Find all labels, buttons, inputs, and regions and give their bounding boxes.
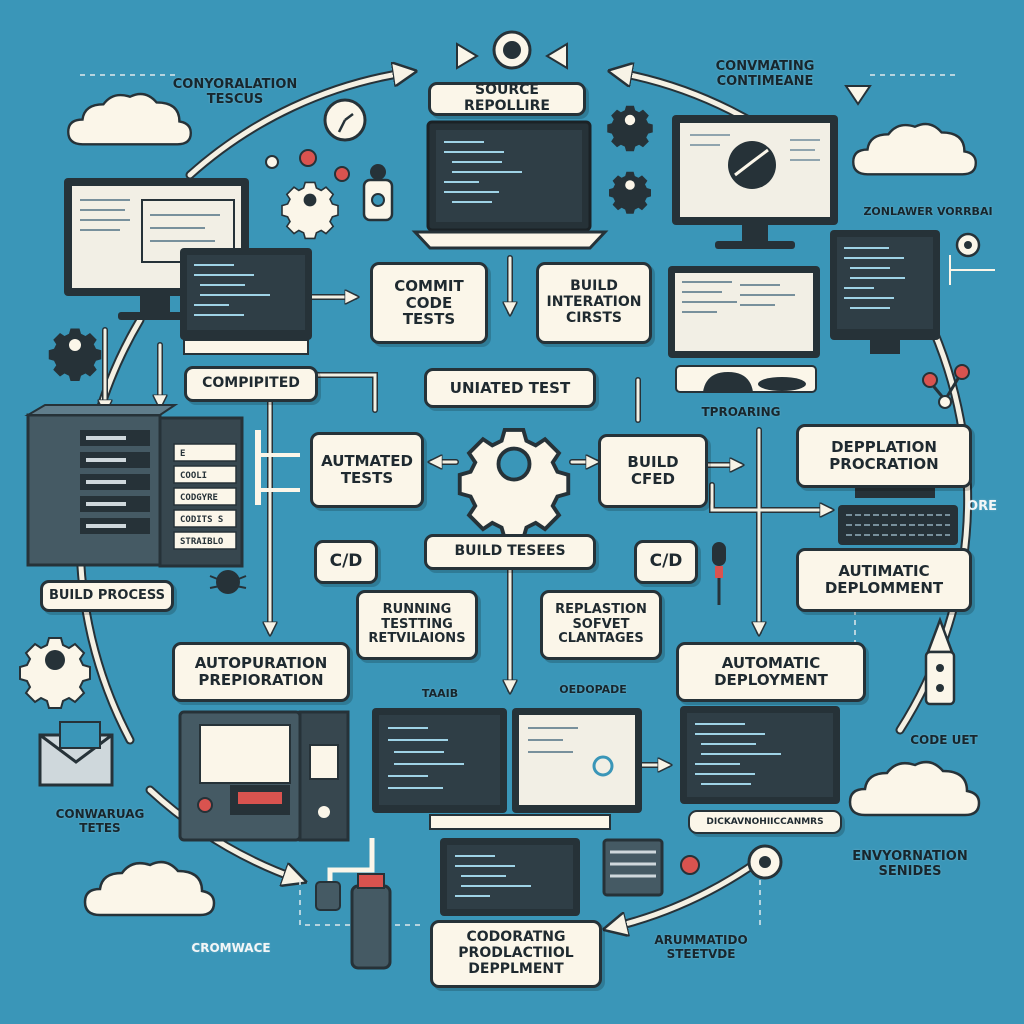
gear-icon <box>457 427 571 541</box>
cd-left-box[interactable]: C/D <box>314 540 378 584</box>
monitor-icon <box>672 115 838 249</box>
server-label: STRAIBLO <box>180 537 224 547</box>
coodrating-deployment-box[interactable]: CODORATNG PRODLACTIIOL DEPPLMENT <box>430 920 602 988</box>
monitor-icon <box>680 706 840 804</box>
label-tproaring: TPROARING <box>701 405 781 419</box>
label-conwarung-tetes: CONWARUAG TETES <box>55 807 145 835</box>
label-cromwace: CROMWACE <box>191 941 271 955</box>
monitor-icon <box>372 708 507 813</box>
cloud-icon <box>83 860 216 917</box>
automatic-deployment-right-box[interactable]: AUTIMATIC DEPLOMMENT <box>796 548 972 612</box>
source-repository-box[interactable]: SOURCE REPOLLIRE <box>428 82 586 116</box>
status-light-icon <box>334 166 350 182</box>
label-oedopade: OEDOPADE <box>559 683 627 696</box>
camera-icon <box>456 30 568 70</box>
connector-arrows <box>105 256 830 765</box>
cloud-icon <box>852 122 977 176</box>
bug-icon <box>209 570 247 594</box>
automated-tests-box[interactable]: AUTMATED TESTS <box>310 432 424 508</box>
monitor-caption-box: DICKAVNOHIICCANMRS <box>688 810 842 834</box>
gear-icon <box>19 637 91 709</box>
down-arrow-icon <box>844 85 872 106</box>
envelope-icon <box>38 721 114 787</box>
automatic-deployment-center-box[interactable]: AUTOMATIC DEPLOYMENT <box>676 642 866 702</box>
server-label: COOLI <box>180 471 207 481</box>
gear-icon <box>48 328 102 381</box>
build-tesees-box[interactable]: BUILD TESEES <box>424 534 596 570</box>
status-light-icon <box>299 149 317 167</box>
mouse-icon <box>758 377 806 391</box>
gear-icon <box>609 171 651 214</box>
laptop-icon <box>440 838 580 916</box>
laptop-icon <box>411 120 609 250</box>
monitor-icon <box>668 266 820 393</box>
pipe-valve-icon <box>315 838 375 911</box>
gear-icon <box>607 105 653 152</box>
label-armmatido: ARUMMATIDO STEETVDE <box>654 933 748 961</box>
bulb-icon <box>362 164 394 222</box>
monitor-icon <box>180 248 312 355</box>
router-icon <box>602 838 664 897</box>
pipe-valve-icon <box>255 430 300 505</box>
gear-icon <box>281 181 339 240</box>
microphone-icon <box>712 542 726 605</box>
unit-test-box[interactable]: UNIATED TEST <box>424 368 596 408</box>
build-integration-box[interactable]: BUILD INTERATION CIRSTS <box>536 262 652 344</box>
label-environment-services: ENVYORNATION SENIDES <box>852 849 968 879</box>
label-ore: ORE <box>967 499 997 514</box>
label-code-uet: CODE UET <box>910 733 978 747</box>
clock-icon <box>323 98 367 142</box>
cd-right-box[interactable]: C/D <box>634 540 698 584</box>
deployment-procration-box[interactable]: DEPPLATION PROCRATION <box>796 424 972 488</box>
status-light-icon <box>680 855 700 875</box>
network-node-icon <box>922 364 970 409</box>
monitor-icon <box>830 230 940 354</box>
server-label: CODGYRE <box>180 493 218 503</box>
status-light-icon <box>265 155 279 169</box>
running-testing-box[interactable]: RUNNING TESTTING RETVILAIONS <box>356 590 478 660</box>
label-mid-right: ZONLAWER VORRBAI <box>863 205 993 218</box>
compiled-box[interactable]: COMPIPITED <box>184 366 318 402</box>
build-cfed-box[interactable]: BUILD CFED <box>598 434 708 508</box>
cloud-icon <box>848 760 981 817</box>
monitor-icon <box>429 708 642 830</box>
autopuration-box[interactable]: AUTOPURATION PREPIORATION <box>172 642 350 702</box>
label-top-left: CONYORALATION TESCUS <box>172 77 298 107</box>
commit-code-box[interactable]: COMMIT CODE TESTS <box>370 262 488 344</box>
webcam-icon <box>747 844 783 880</box>
server-icon <box>178 710 350 842</box>
label-top-right: CONVMATING CONTIMEANE <box>715 59 815 89</box>
server-label: E <box>180 449 185 459</box>
label-taaib: TAAIB <box>421 687 459 700</box>
target-icon <box>949 232 995 285</box>
server-icon: E COOLI CODGYRE CODITS S STRAIBLO <box>24 404 244 568</box>
build-process-box[interactable]: BUILD PROCESS <box>40 580 174 612</box>
rocket-icon <box>924 616 956 706</box>
server-label: CODITS S <box>180 515 223 525</box>
database-icon <box>350 873 392 970</box>
replastion-changes-box[interactable]: REPLASTION SOFVET CLANTAGES <box>540 590 662 660</box>
